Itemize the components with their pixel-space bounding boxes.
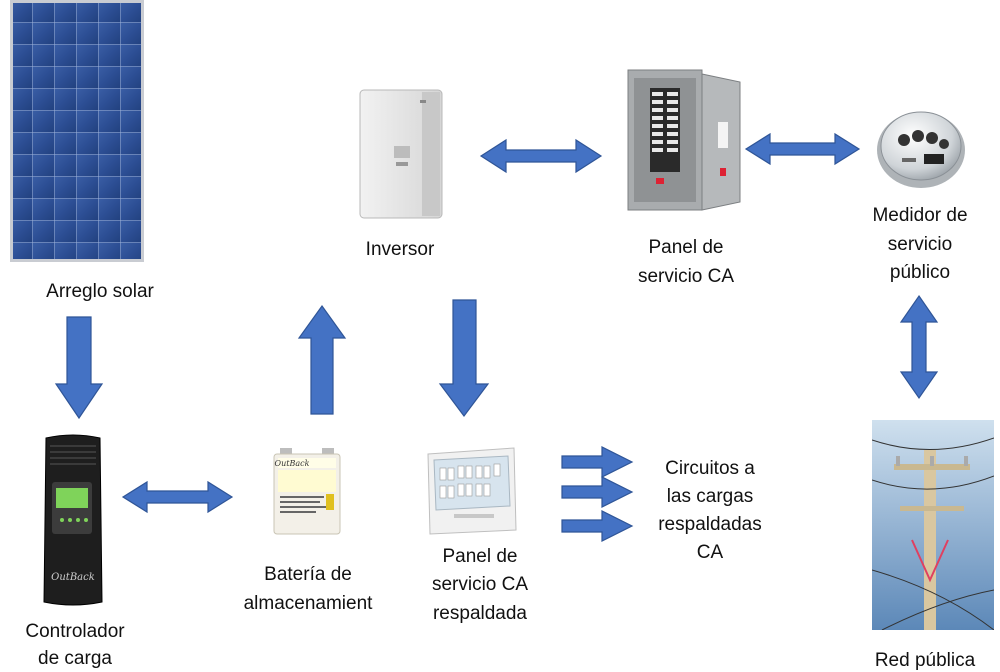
- battery-label-line1: Batería de: [264, 564, 352, 585]
- circuits-label-line2: las cargas: [666, 486, 754, 507]
- charge-controller-image: OutBack: [43, 434, 103, 606]
- arrow-solar-to-controller: [54, 316, 104, 420]
- arrow-circuit-2: [561, 476, 634, 508]
- backup-panel-label-line2: servicio CA: [431, 574, 529, 595]
- ac-panel-image: [627, 69, 741, 211]
- utility-grid-image: [872, 420, 994, 630]
- controller-label-line1: Controlador: [25, 621, 125, 642]
- inverter-label: Inversor: [365, 239, 435, 260]
- meter-label-line3: público: [889, 262, 951, 283]
- arrow-circuit-3: [561, 510, 634, 542]
- circuits-label-line4: CA: [696, 542, 724, 563]
- solar-array-label: Arreglo solar: [46, 281, 154, 302]
- inverter-image: [359, 89, 443, 219]
- utility-meter-image: [877, 111, 965, 188]
- arrow-controller-battery: [121, 480, 234, 514]
- grid-label: Red pública: [874, 650, 976, 671]
- backup-panel-label-line3: respaldada: [432, 603, 528, 624]
- battery-brand-text: OutBack: [275, 459, 310, 468]
- meter-label-line1: Medidor de: [872, 205, 968, 226]
- solar-panel-image: [10, 0, 144, 262]
- arrow-battery-to-inverter: [297, 304, 347, 415]
- ac-panel-label-line1: Panel de: [648, 237, 724, 258]
- controller-label-line2: de carga: [38, 648, 112, 669]
- circuits-label-line1: Circuitos a: [665, 458, 755, 479]
- arrow-inverter-acpanel: [479, 138, 603, 174]
- backup-panel-image: [427, 447, 517, 535]
- controller-brand-text: OutBack: [51, 572, 95, 583]
- arrow-acpanel-meter: [744, 132, 861, 166]
- battery-image: OutBack: [273, 448, 341, 535]
- backup-panel-label-line1: Panel de: [442, 546, 518, 567]
- arrow-meter-grid: [899, 294, 939, 400]
- ac-panel-label-line2: servicio CA: [637, 266, 735, 287]
- arrow-circuit-1: [561, 446, 634, 478]
- battery-label-line2: almacenamient: [243, 593, 373, 614]
- meter-label-line2: servicio: [887, 234, 953, 255]
- circuits-label-line3: respaldadas: [658, 514, 762, 535]
- arrow-inverter-to-backup: [438, 299, 490, 417]
